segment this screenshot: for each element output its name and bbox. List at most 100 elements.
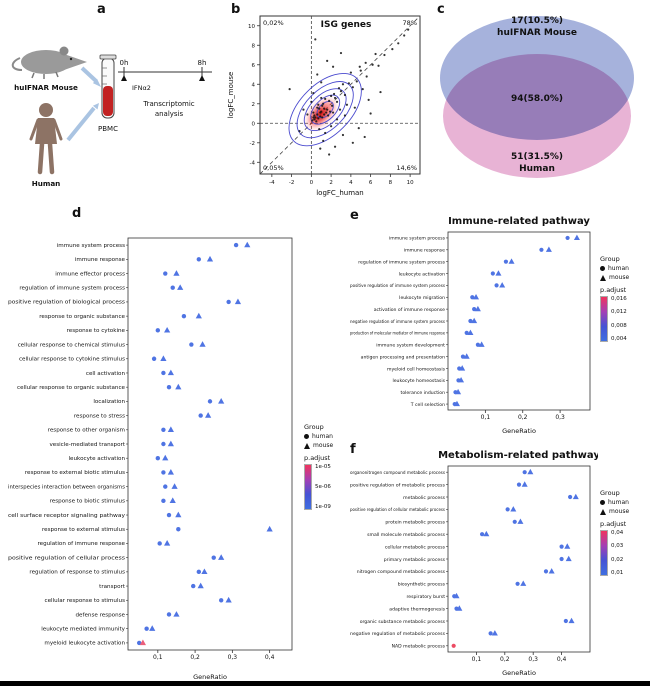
data-point-human (166, 512, 172, 518)
data-point-human (559, 556, 564, 562)
data-point-human (207, 399, 213, 404)
panel-e-label: e (350, 208, 359, 223)
data-point-mouse (167, 369, 174, 376)
venn-human-count: 51(31.5%) (511, 152, 563, 162)
category-label: regulation of immune system process (358, 259, 445, 265)
x-tick-label: 0 (310, 180, 314, 186)
data-point-mouse (471, 317, 478, 324)
x-tick-label: 0,3 (228, 654, 238, 661)
category-label: leukocyte activation (68, 456, 125, 462)
x-tick-label: 2 (329, 180, 333, 186)
data-point-mouse (169, 497, 176, 504)
data-point-mouse (218, 554, 225, 560)
data-point-mouse (473, 293, 480, 300)
x-tick-label: 10 (407, 180, 414, 186)
data-point-mouse (205, 412, 212, 418)
category-label: leukocyte mediated immunity (41, 626, 125, 632)
data-point-mouse (266, 525, 273, 532)
data-point-human (233, 242, 239, 248)
legend-item-human: human (600, 265, 650, 272)
data-point-mouse (565, 555, 572, 562)
data-point-mouse (234, 298, 242, 305)
points-mouse (453, 468, 579, 636)
circle-marker-icon (304, 434, 309, 439)
data-point-mouse (175, 511, 182, 518)
category-label: cellular response to cytokine stimulus (19, 357, 125, 363)
arrow-human-to-tube (66, 103, 99, 142)
category-label: small molecule metabolic process (367, 532, 446, 538)
data-point-human (163, 271, 168, 276)
data-point-mouse (463, 353, 470, 359)
category-label: response to cytokine (67, 328, 126, 334)
points-mouse (139, 241, 273, 646)
data-point-mouse (195, 312, 202, 319)
panel-d-label: d (72, 206, 82, 221)
category-labels: organonitrogen compound metabolic proces… (350, 470, 448, 650)
category-label: organic substance metabolic process (360, 619, 446, 625)
quadrant-bottom-right: 14,6% (396, 164, 417, 172)
data-point-human (488, 631, 493, 636)
x-tick-label: 0,1 (481, 414, 491, 421)
data-point-mouse (175, 383, 182, 390)
category-label: positive regulation of biological proces… (8, 300, 125, 306)
data-point-human (516, 482, 522, 487)
data-point-mouse (453, 592, 460, 599)
category-label: negative regulation of immune system pro… (350, 319, 446, 325)
padjust-gradient (304, 464, 312, 510)
triangle-marker-icon (304, 442, 310, 449)
human-label: Human (32, 179, 61, 188)
category-label: immune system process (389, 236, 446, 242)
data-point-mouse (206, 255, 214, 262)
data-point-human (470, 295, 475, 300)
legend-item-mouse: mouse (600, 508, 650, 515)
schematic-graphic: huIFNAR Mouse Human (11, 46, 212, 188)
padjust-tick-label: 0,01 (611, 569, 624, 576)
data-point-mouse (167, 426, 174, 432)
category-label: metabolic process (403, 495, 445, 501)
data-point-mouse (177, 284, 184, 290)
panel-c-venn: 17(10.5%) huIFNAR Mouse 94(58.0%) 51(31.… (424, 6, 650, 198)
padjust-tick-label: 0,004 (611, 335, 627, 342)
x-tick-label: 0,1 (153, 654, 163, 661)
x-tick-label: 4 (349, 180, 353, 186)
data-point-mouse (499, 282, 506, 288)
triangle-marker-icon (600, 508, 606, 515)
category-label: immune response (404, 248, 445, 254)
category-label: nitrogen compound metabolic process (357, 569, 446, 575)
data-point-mouse (167, 440, 174, 447)
treatment-label: IFNα2 (132, 84, 151, 92)
data-point-human (539, 247, 544, 252)
y-tick-label: -2 (250, 141, 255, 147)
category-label: immune response (75, 257, 126, 263)
padjust-tick-label: 0,008 (611, 322, 627, 329)
category-label: tolerance induction (401, 390, 446, 396)
data-point-human (563, 618, 568, 624)
data-point-human (559, 544, 564, 549)
data-point-human (543, 569, 549, 574)
tube-icon (99, 54, 117, 119)
x-tick-label: 0,2 (500, 656, 510, 663)
padjust-tick-label: 0,016 (611, 296, 627, 302)
quadrant-top-left: 0,02% (263, 19, 284, 27)
category-label: cell activation (86, 371, 126, 377)
data-point-human (166, 384, 172, 390)
legend-human-label: human (608, 499, 629, 506)
legend-item-mouse: mouse (304, 442, 348, 449)
data-point-human (468, 318, 473, 324)
category-label: regulation of response to stimulus (29, 570, 125, 576)
data-point-human (196, 257, 202, 262)
category-label: transport (99, 584, 126, 590)
data-point-human (189, 342, 194, 347)
padjust-tick-label: 0,03 (611, 543, 624, 550)
metabolism-dotplot-chart: Metabolism-related pathwayorganonitrogen… (350, 450, 600, 677)
data-point-human (191, 583, 196, 589)
data-point-mouse (201, 568, 208, 575)
data-point-human (226, 299, 231, 305)
x-tick-label: 0,2 (190, 654, 200, 661)
